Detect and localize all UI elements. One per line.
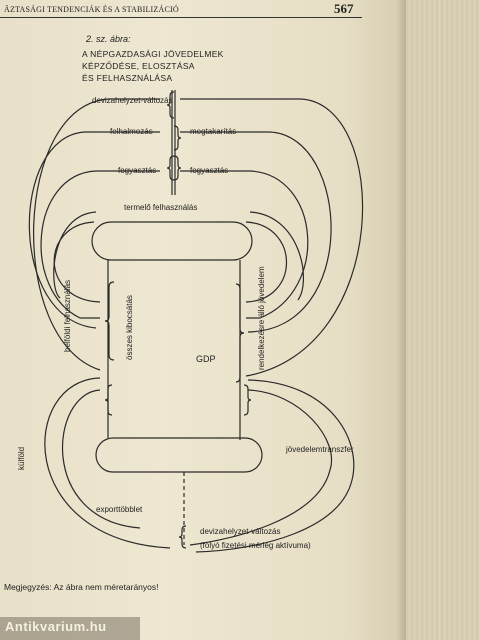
figure-number: 2. sz. ábra: (86, 34, 131, 44)
figure-title-line: A NÉPGAZDASÁGI JÖVEDELMEK (82, 49, 224, 59)
label-megtakaritas: megtakarítás (190, 127, 236, 136)
label-fogyasztas-left: fogyasztás (118, 166, 156, 175)
label-rendelkezesre-allo-jovedelem: rendelkezésre álló jövedelem (257, 266, 266, 370)
figure-title-line: KÉPZŐDÉSE, ELOSZTÁSA (82, 61, 195, 71)
label-devizahelyzet-bottom: devizahelyzet-változás (200, 527, 280, 536)
book-page-edges (406, 0, 480, 640)
label-felhalmozas: felhalmozás (110, 127, 153, 136)
page-number: 567 (334, 1, 354, 16)
figure-title-line: ÉS FELHASZNÁLÁSA (82, 73, 173, 83)
label-jovedelemtranszfer: jövedelemtranszfer (285, 445, 354, 454)
label-devizahelyzet-top: devizahelyzet-változás (92, 96, 172, 105)
label-exporttobblet: exporttöbblet (96, 505, 143, 514)
label-fogyasztas-right: fogyasztás (190, 166, 228, 175)
watermark-text: Antikvarium.hu (5, 619, 107, 634)
figure-title: A NÉPGAZDASÁGI JÖVEDELMEK KÉPZŐDÉSE, ELO… (82, 48, 224, 84)
label-termelo-felhasznalas: termelő felhasználás (124, 203, 197, 212)
running-head: Äztasági tendenciák és a stabilizáció (4, 5, 179, 14)
label-osszes-kibocsatas: összes kibocsátás (125, 295, 134, 360)
book-page (0, 0, 408, 640)
label-kulfold: külföld (17, 447, 26, 470)
label-gdp: GDP (196, 354, 216, 364)
label-belfoldi-felhasznalas: belföldi felhasználás (63, 280, 72, 352)
watermark-banner: Antikvarium.hu (0, 617, 140, 640)
inner-bottom-loop (95, 437, 263, 473)
header-rule (0, 17, 362, 18)
figure-note: Megjegyzés: Az ábra nem méretarányos! (4, 582, 159, 592)
inner-top-loop (91, 221, 253, 261)
label-folyo-fizetesi-merleg: (folyó fizetési mérleg aktívuma) (200, 541, 311, 550)
